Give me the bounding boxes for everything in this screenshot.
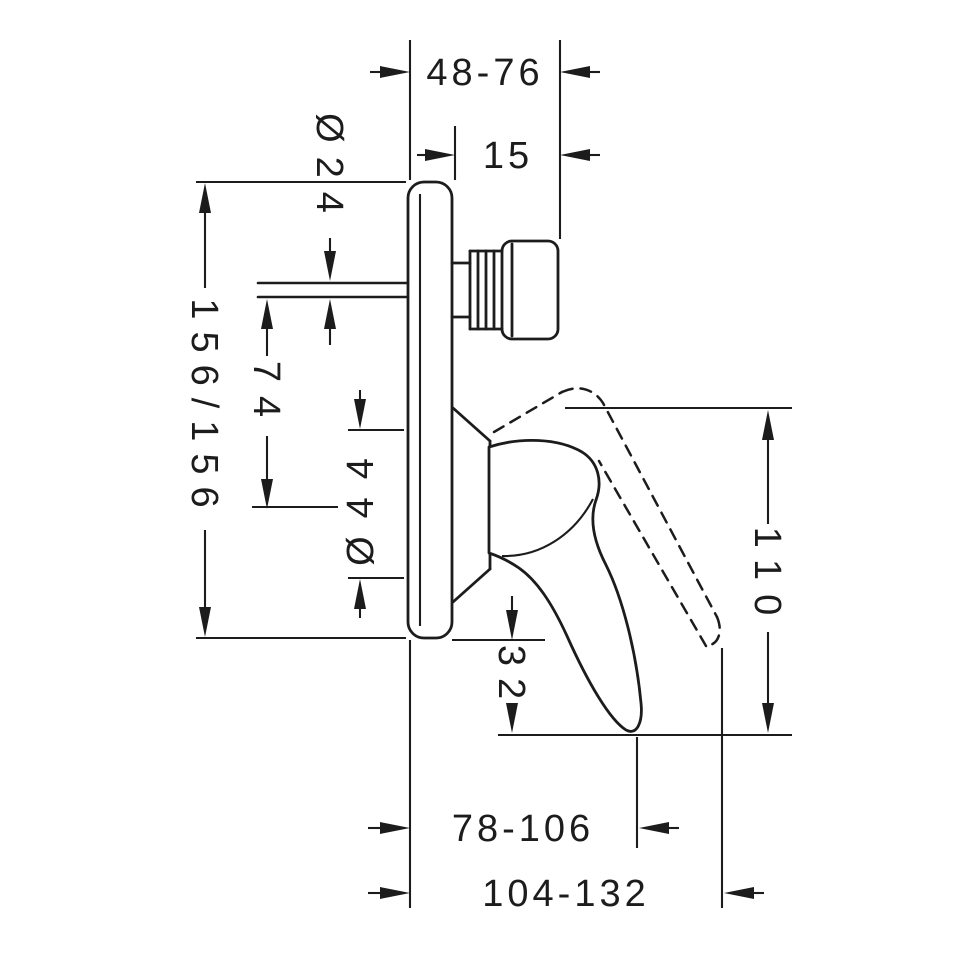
- dim-48-76: 48-76: [370, 52, 600, 94]
- dim-label-15: 15: [483, 135, 533, 177]
- handle-sleeve-cone: [451, 406, 492, 604]
- dim-label-dia-24: Ø24: [308, 113, 350, 227]
- lever-handle-dashed-outline: [492, 387, 721, 648]
- lever-handle-contour-line: [501, 498, 594, 558]
- arrowhead-right: [425, 149, 455, 161]
- arrowhead-down: [261, 479, 273, 509]
- arrowhead-down: [324, 251, 336, 281]
- arrowhead-down: [506, 610, 518, 640]
- arrowhead-down: [762, 703, 774, 733]
- arrowhead-up: [324, 299, 336, 329]
- dim-15: 15: [417, 135, 600, 177]
- arrowhead-down: [354, 399, 366, 429]
- spindle-shaft: [256, 281, 410, 299]
- lever-handle-solid: [487, 439, 643, 733]
- dim-32: 32: [490, 596, 532, 733]
- arrowhead-down-2: [506, 703, 518, 733]
- dim-label-104-132: 104-132: [482, 873, 649, 915]
- dim-156-156: 156/156: [183, 183, 225, 637]
- dim-78-106: 78-106: [368, 808, 679, 850]
- arrowhead-down: [199, 607, 211, 637]
- arrowhead-right: [380, 822, 410, 834]
- escutcheon-plate: [406, 180, 454, 640]
- mixer-body: [256, 180, 721, 733]
- dim-110: 110: [746, 410, 788, 733]
- arrowhead-right: [380, 887, 410, 899]
- extension-lines: [196, 40, 792, 908]
- arrowhead-left: [724, 887, 754, 899]
- dim-dia-44: Ø44: [340, 390, 382, 618]
- dim-104-132: 104-132: [368, 873, 764, 915]
- dim-label-48-76: 48-76: [426, 52, 543, 94]
- dimension-annotations: 48-76 15 Ø24 156/156: [183, 40, 792, 915]
- cartridge-stop-sleeve: [450, 239, 560, 341]
- dim-label-110: 110: [746, 527, 788, 630]
- dim-74: 74: [245, 299, 287, 509]
- dim-label-156-156: 156/156: [183, 298, 225, 519]
- dim-label-78-106: 78-106: [452, 808, 594, 850]
- arrowhead-right: [380, 66, 410, 78]
- arrowhead-left: [560, 66, 590, 78]
- dim-label-dia-44: Ø44: [340, 440, 382, 566]
- dim-label-74: 74: [245, 361, 287, 431]
- arrowhead-left: [560, 149, 590, 161]
- dim-label-32: 32: [490, 645, 532, 711]
- arrowhead-up: [261, 299, 273, 329]
- arrowhead-up: [199, 183, 211, 213]
- arrowhead-left: [639, 822, 669, 834]
- arrowhead-up: [762, 410, 774, 440]
- arrowhead-up: [354, 579, 366, 609]
- dim-dia-24: Ø24: [308, 113, 350, 345]
